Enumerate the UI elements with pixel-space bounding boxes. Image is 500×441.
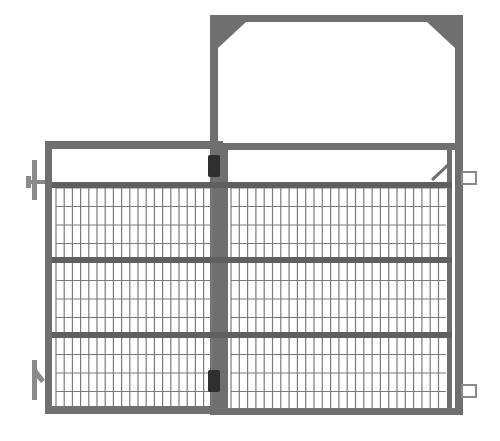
crossbar-3 — [52, 332, 452, 338]
hinge-top — [26, 160, 45, 200]
left-mesh — [55, 187, 213, 406]
right-panel-frame — [218, 143, 455, 415]
latch-block-bottom — [208, 370, 220, 392]
header-top-rail — [210, 15, 462, 22]
hardware — [26, 155, 477, 400]
header-frame — [210, 15, 463, 415]
right-panel-inner-right — [447, 143, 452, 415]
right-mesh — [230, 187, 446, 408]
header-right-gusset — [427, 22, 455, 48]
crossbars — [52, 182, 452, 338]
latch-block-top — [208, 155, 220, 177]
right-clip-bottom — [461, 384, 477, 398]
left-gate-right-post — [216, 141, 223, 414]
right-clip-top — [461, 171, 477, 185]
header-left-post — [210, 15, 218, 415]
right-panel-brace — [430, 163, 450, 182]
hinge-bottom — [32, 360, 45, 400]
header-right-post — [455, 15, 463, 415]
right-panel-top-rail — [218, 143, 455, 150]
left-gate-top-rail — [45, 141, 223, 149]
header-left-gusset — [218, 22, 246, 48]
crossbar-1 — [52, 182, 452, 188]
left-gate-frame — [45, 141, 223, 414]
left-gate-left-post — [45, 141, 52, 414]
crossbar-2 — [52, 257, 452, 263]
left-gate-bottom-rail — [45, 406, 223, 414]
right-panel-inner-left — [223, 143, 228, 415]
right-panel-bottom-rail — [218, 408, 455, 415]
